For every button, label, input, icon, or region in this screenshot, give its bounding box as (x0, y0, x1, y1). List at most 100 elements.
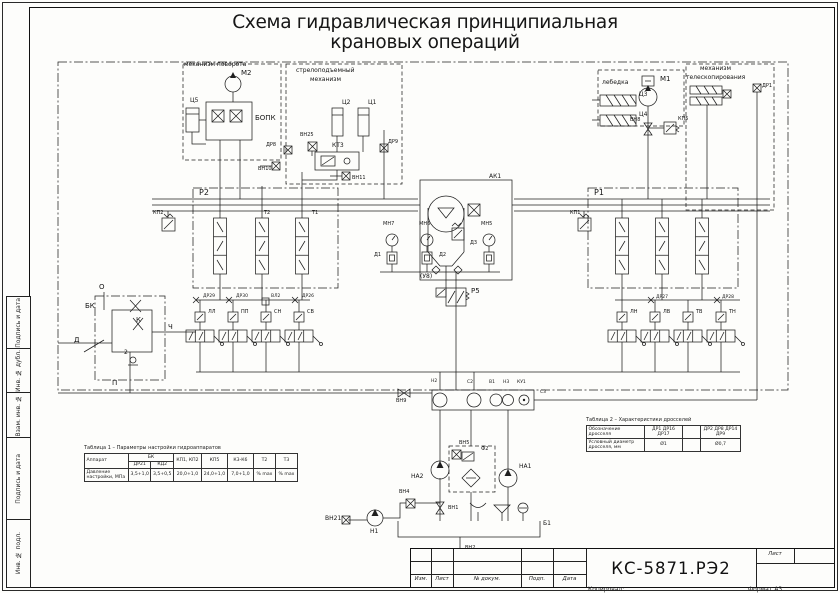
component-label: Ц4 (639, 111, 648, 118)
document-number: КС-5871.РЭ2 (611, 558, 731, 578)
component-label: механизм (700, 65, 731, 72)
platform-boundary (57, 61, 789, 391)
component-label: С3 (540, 390, 547, 395)
drawing-title-line1: Схема гидравлическая принципиальная (232, 12, 618, 33)
component-label: ДР28 (722, 295, 734, 300)
component-label: Р2 (199, 188, 209, 197)
cylinder-c3-icon (599, 94, 637, 107)
component-label: Н3 (503, 380, 510, 385)
dr1-throttle-icon (752, 83, 762, 93)
component-label: ТВ (696, 309, 703, 315)
component-label: ВН5 (459, 440, 470, 446)
kp1-relief-icon (577, 217, 592, 232)
component-label: КП2 (153, 210, 164, 216)
component-label: Б1 (543, 520, 551, 527)
dr9-throttle-icon (379, 143, 389, 153)
component-label: К (136, 316, 141, 324)
component-label: Р1 (594, 188, 604, 197)
ak1-assembly-box (419, 179, 513, 281)
boom-mechanism-box (285, 63, 403, 185)
component-label: КП5 (678, 116, 689, 122)
component-label: МН7 (383, 221, 395, 227)
component-label: Т2 (264, 210, 271, 216)
table-1-caption: Таблица 1 – Параметры настройки гидроапп… (84, 445, 221, 451)
component-label: Ц2 (342, 99, 351, 106)
vn21-valve-icon (341, 515, 351, 525)
stamp-col-list: Лист (435, 576, 449, 582)
component-label: ЛВ (663, 309, 671, 315)
copied-label: Копировал: (588, 586, 625, 593)
filter-unit-box (448, 445, 496, 493)
component-label: СН (274, 309, 282, 315)
component-label: Т1 (312, 210, 319, 216)
component-label: МН5 (481, 221, 493, 227)
stamp-col-podp: Подп. (528, 576, 546, 582)
component-label: АК1 (489, 173, 502, 180)
vn25-valve-icon (307, 141, 318, 152)
component-label: ДР27 (656, 295, 668, 300)
component-label: ВН21 (325, 515, 342, 522)
component-label: ДР9 (388, 139, 399, 145)
component-label: ВН4 (399, 489, 410, 495)
component-label: КТ3 (332, 142, 344, 149)
vn5-valve-icon (451, 449, 462, 460)
component-label: М1 (660, 75, 671, 83)
component-label: лебедка (602, 79, 629, 86)
table-2: Таблица 2 – Характеристики дросселей Обо… (586, 417, 741, 452)
component-label: КП1 (570, 210, 581, 216)
component-label: НА1 (519, 463, 532, 470)
component-label: 2 (124, 349, 128, 356)
component-label: НА2 (411, 473, 424, 480)
stamp-col-izm: Изм. (414, 576, 428, 582)
component-label: стрелоподъемный (296, 67, 355, 74)
component-label: Н2 (431, 379, 438, 384)
cylinder-c1-icon (357, 107, 370, 137)
table-2-caption: Таблица 2 – Характеристики дросселей (586, 417, 692, 423)
kt3-valve (314, 151, 360, 171)
sheet-label: Лист (768, 551, 782, 557)
component-label: телескопирования (686, 74, 746, 81)
component-label: КУ1 (517, 380, 526, 385)
cylinder-c2-icon (331, 107, 344, 137)
component-label: БК (85, 302, 95, 310)
component-label: Д (74, 336, 80, 344)
component-label: Д2 (439, 252, 447, 258)
table-1: Таблица 1 – Параметры настройки гидроапп… (84, 445, 298, 482)
component-label: ВН11 (352, 175, 366, 181)
component-label: Д3 (470, 240, 478, 246)
winch-box (597, 69, 685, 127)
manifold-r2-boundary (192, 187, 339, 289)
component-label: Ц3 (639, 91, 648, 98)
components (111, 72, 762, 557)
component-label: механизм (310, 76, 341, 83)
vn10-valve-icon (271, 161, 281, 171)
tank-b1-icon (397, 521, 541, 538)
table-2-grid: Обозначение дросселя ДР1 ДР16 ДР17 ДР2 Д… (586, 425, 741, 452)
component-label: ВЛ2 (271, 294, 281, 299)
component-label: ЛН (630, 309, 638, 315)
table-1-grid: Аппарат БК КП1, КП2 КП5 К3-К6 Т2 Т3 ДР21… (84, 453, 298, 482)
drawing-title: Схема гидравлическая принципиальная кран… (30, 13, 820, 53)
component-label: В1 (489, 380, 495, 385)
component-label: БОПК (255, 114, 276, 122)
component-label: ПП (241, 309, 249, 315)
bopk-block (205, 101, 253, 141)
component-label: ЛЛ (208, 309, 216, 315)
component-label: Ч (168, 323, 173, 331)
component-label: М2 (241, 69, 252, 77)
mechanism-boundaries (182, 63, 775, 493)
vn4-valve-icon (405, 498, 416, 509)
kp2-relief-icon (161, 217, 176, 232)
component-label: Ф2 (481, 446, 489, 452)
component-label: ВН8 (630, 117, 641, 123)
component-label: ДР26 (302, 294, 314, 299)
component-label: ДР30 (236, 294, 248, 299)
cylinder-c5-icon (185, 107, 200, 133)
component-label: С2 (467, 380, 474, 385)
component-label: ВН10 (258, 166, 272, 172)
component-label: МН6 (419, 221, 431, 227)
vn11-valve-icon (341, 171, 351, 181)
